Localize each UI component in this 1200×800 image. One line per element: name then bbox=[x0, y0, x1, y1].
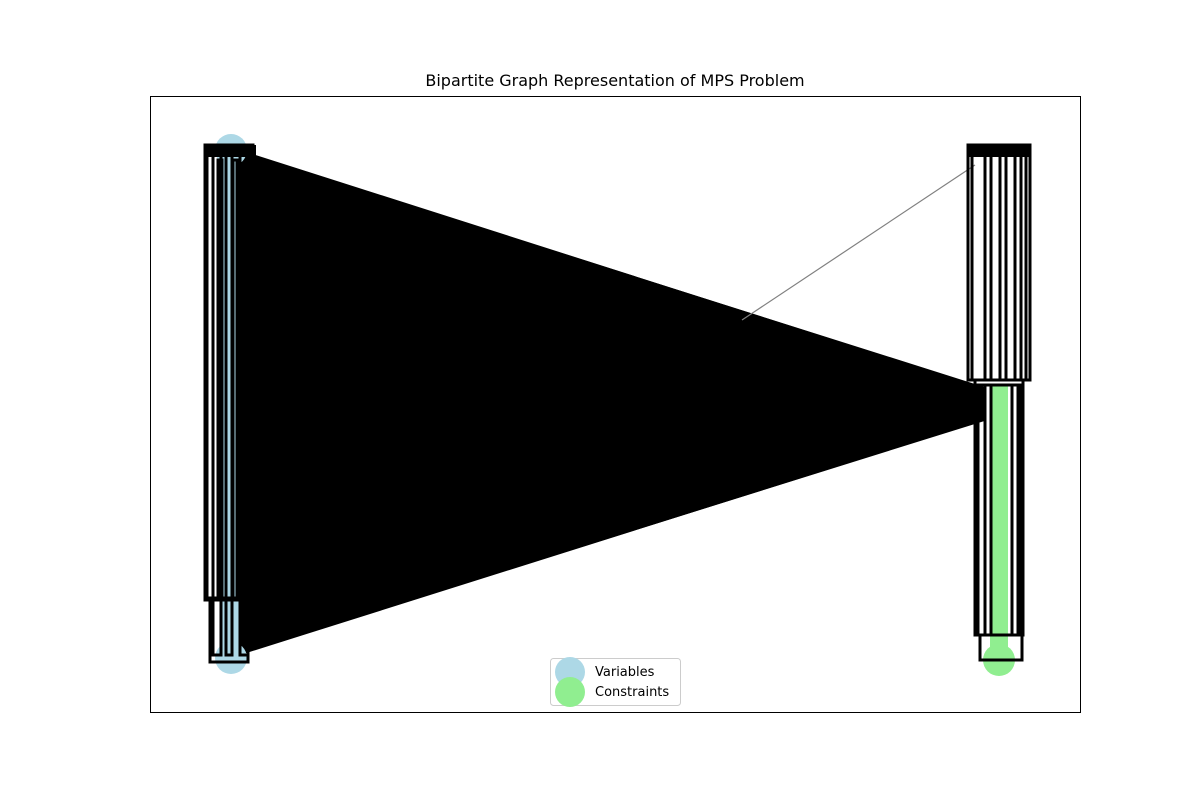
figure-title: Bipartite Graph Representation of MPS Pr… bbox=[425, 71, 805, 90]
constraint-node-column bbox=[983, 385, 1015, 676]
constraint-label-mass bbox=[1010, 383, 1020, 637]
edge-line bbox=[239, 151, 986, 389]
edge-line-sparse bbox=[741, 164, 976, 321]
edge-line bbox=[239, 403, 986, 451]
constraint-label-mass bbox=[983, 383, 993, 637]
variable-label-stack bbox=[203, 143, 256, 664]
edge-line bbox=[239, 419, 986, 654]
constraint-label-mass bbox=[1013, 148, 1023, 382]
legend-label-constraints: Constraints bbox=[595, 685, 669, 700]
edge-layer bbox=[239, 150, 986, 655]
edge-line bbox=[239, 299, 986, 397]
edge-line bbox=[239, 411, 986, 601]
constraint-node-stack bbox=[990, 385, 1008, 660]
variable-label-mass bbox=[231, 158, 239, 602]
legend-marker-constraints bbox=[555, 677, 585, 707]
plot-frame bbox=[150, 96, 1081, 713]
constraint-label-mass bbox=[983, 148, 993, 382]
constraint-label-stack bbox=[966, 143, 1032, 662]
legend: Variables Constraints bbox=[550, 657, 681, 707]
constraint-label-mass bbox=[978, 633, 1024, 662]
edge-bundle bbox=[240, 150, 985, 655]
constraint-label-mass bbox=[998, 148, 1008, 382]
legend-label-variables: Variables bbox=[595, 665, 655, 680]
variable-label-mass bbox=[204, 145, 256, 157]
constraint-label-mass bbox=[967, 145, 1031, 157]
variable-label-mass bbox=[216, 158, 224, 602]
